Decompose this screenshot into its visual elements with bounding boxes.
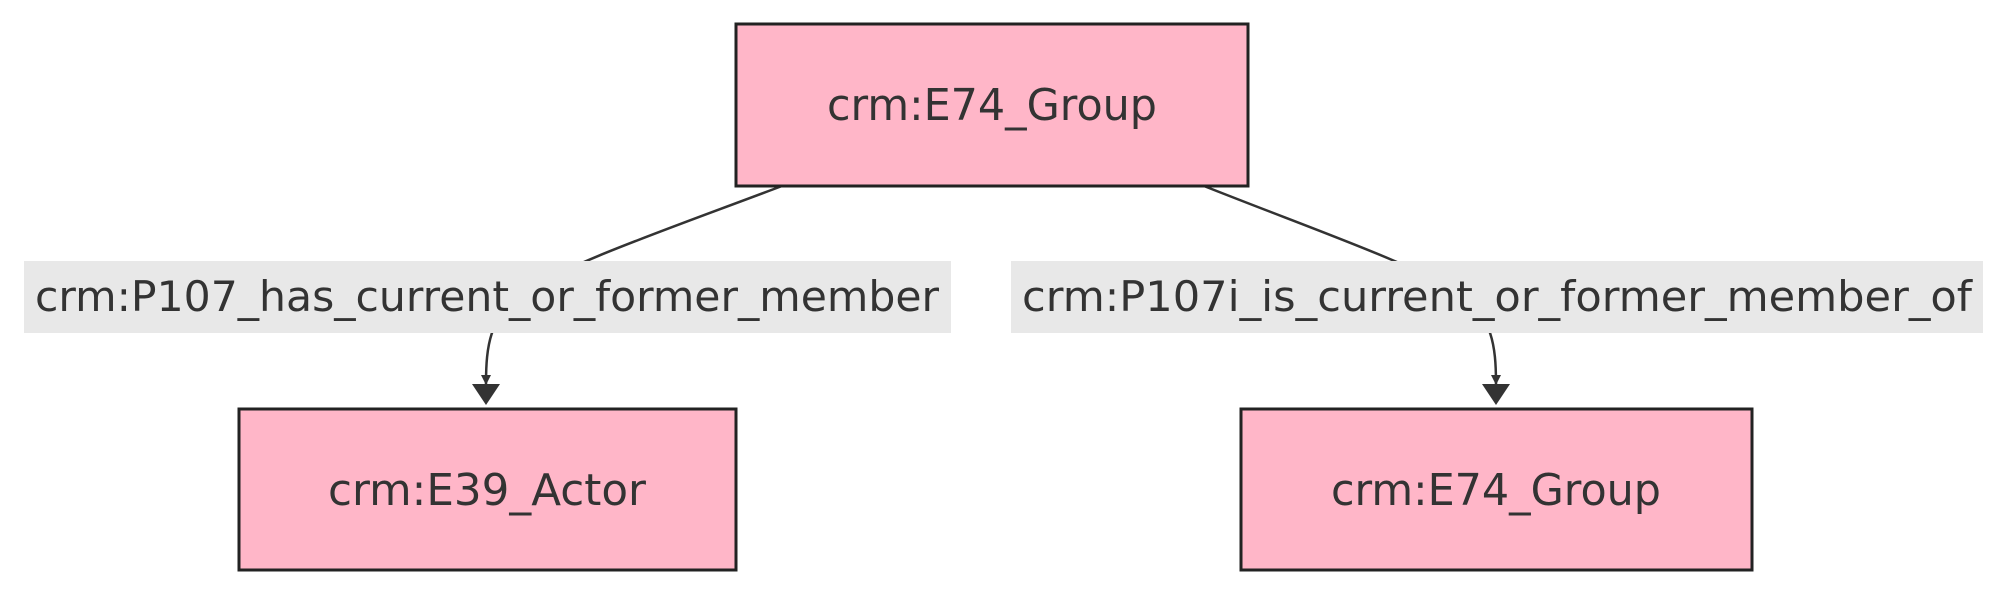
node-box[interactable] bbox=[237, 407, 738, 572]
node-label: crm:E74_Group bbox=[827, 80, 1157, 131]
node-e74-group-bottom[interactable]: crm:E74_Group bbox=[1239, 407, 1754, 572]
arrowhead-icon bbox=[1482, 384, 1510, 405]
node-e39-actor[interactable]: crm:E39_Actor bbox=[237, 407, 738, 572]
arrowhead-icon bbox=[472, 384, 500, 405]
edge-label-is-member-of: crm:P107i_is_current_or_former_member_of bbox=[1011, 261, 1983, 333]
edge-label-text: crm:P107_has_current_or_former_member bbox=[35, 272, 940, 321]
edge-label-background bbox=[24, 261, 951, 333]
edge-label-background bbox=[1011, 261, 1983, 333]
edge-label-text: crm:P107i_is_current_or_former_member_of bbox=[1022, 272, 1973, 321]
node-box[interactable] bbox=[1239, 407, 1754, 572]
node-box[interactable] bbox=[734, 22, 1250, 188]
edge-label-has-member: crm:P107_has_current_or_former_member bbox=[24, 261, 951, 333]
node-label: crm:E39_Actor bbox=[328, 465, 647, 516]
node-e74-group-top[interactable]: crm:E74_Group bbox=[734, 22, 1250, 188]
node-label: crm:E74_Group bbox=[1331, 465, 1661, 516]
